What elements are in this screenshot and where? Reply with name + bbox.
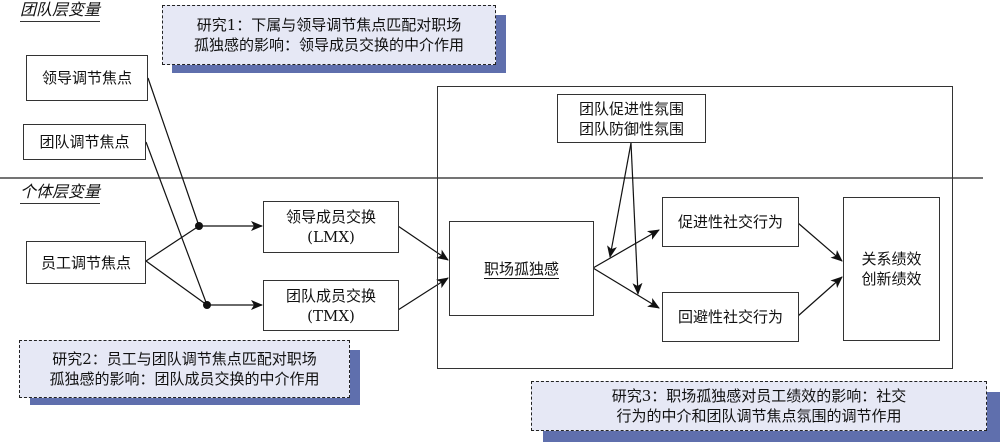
study2-line2: 孤独感的影响：团队成员交换的中介作用 bbox=[49, 370, 320, 388]
performance-node: 关系绩效 创新绩效 bbox=[843, 197, 940, 341]
tmx-node: 团队成员交换 (TMX) bbox=[263, 280, 399, 331]
employee-regulatory-focus-node: 员工调节焦点 bbox=[26, 241, 146, 284]
study1-box: 研究1：下属与领导调节焦点匹配对职场 孤独感的影响：领导成员交换的中介作用 bbox=[162, 5, 496, 65]
upper-junction-dot bbox=[195, 222, 203, 230]
team-focus-connector bbox=[145, 141, 208, 306]
employee-to-lower-junction bbox=[145, 260, 208, 306]
study3-line1: 研究3：职场孤独感对员工绩效的影响：社交 bbox=[611, 387, 907, 405]
study3-box: 研究3：职场孤独感对员工绩效的影响：社交 行为的中介和团队调节焦点氛围的调节作用 bbox=[531, 381, 987, 431]
leader-regulatory-focus-node: 领导调节焦点 bbox=[26, 55, 148, 101]
lower-junction-dot bbox=[203, 301, 211, 309]
leader-focus-connector bbox=[147, 77, 200, 227]
team-regulatory-focus-node: 团队调节焦点 bbox=[23, 124, 146, 160]
workplace-loneliness-node: 职场孤独感 bbox=[449, 221, 594, 316]
team-level-label: 团队层变量 bbox=[20, 0, 101, 22]
individual-level-label: 个体层变量 bbox=[20, 182, 101, 204]
study1-line1: 研究1：下属与领导调节焦点匹配对职场 bbox=[196, 16, 462, 34]
promotive-social-behavior-node: 促进性社交行为 bbox=[662, 197, 799, 247]
study2-box: 研究2：员工与团队调节焦点匹配对职场 孤独感的影响：团队成员交换的中介作用 bbox=[19, 340, 350, 398]
employee-to-upper-junction bbox=[145, 225, 200, 262]
lmx-node: 领导成员交换 (LMX) bbox=[263, 201, 399, 253]
study3-frame bbox=[437, 86, 953, 369]
study2-line1: 研究2：员工与团队调节焦点匹配对职场 bbox=[52, 350, 317, 368]
avoidant-social-behavior-node: 回避性社交行为 bbox=[662, 292, 799, 342]
study1-line2: 孤独感的影响：领导成员交换的中介作用 bbox=[193, 36, 464, 54]
team-climate-node: 团队促进性氛围 团队防御性氛围 bbox=[557, 94, 706, 143]
study3-line2: 行为的中介和团队调节焦点氛围的调节作用 bbox=[616, 407, 902, 425]
